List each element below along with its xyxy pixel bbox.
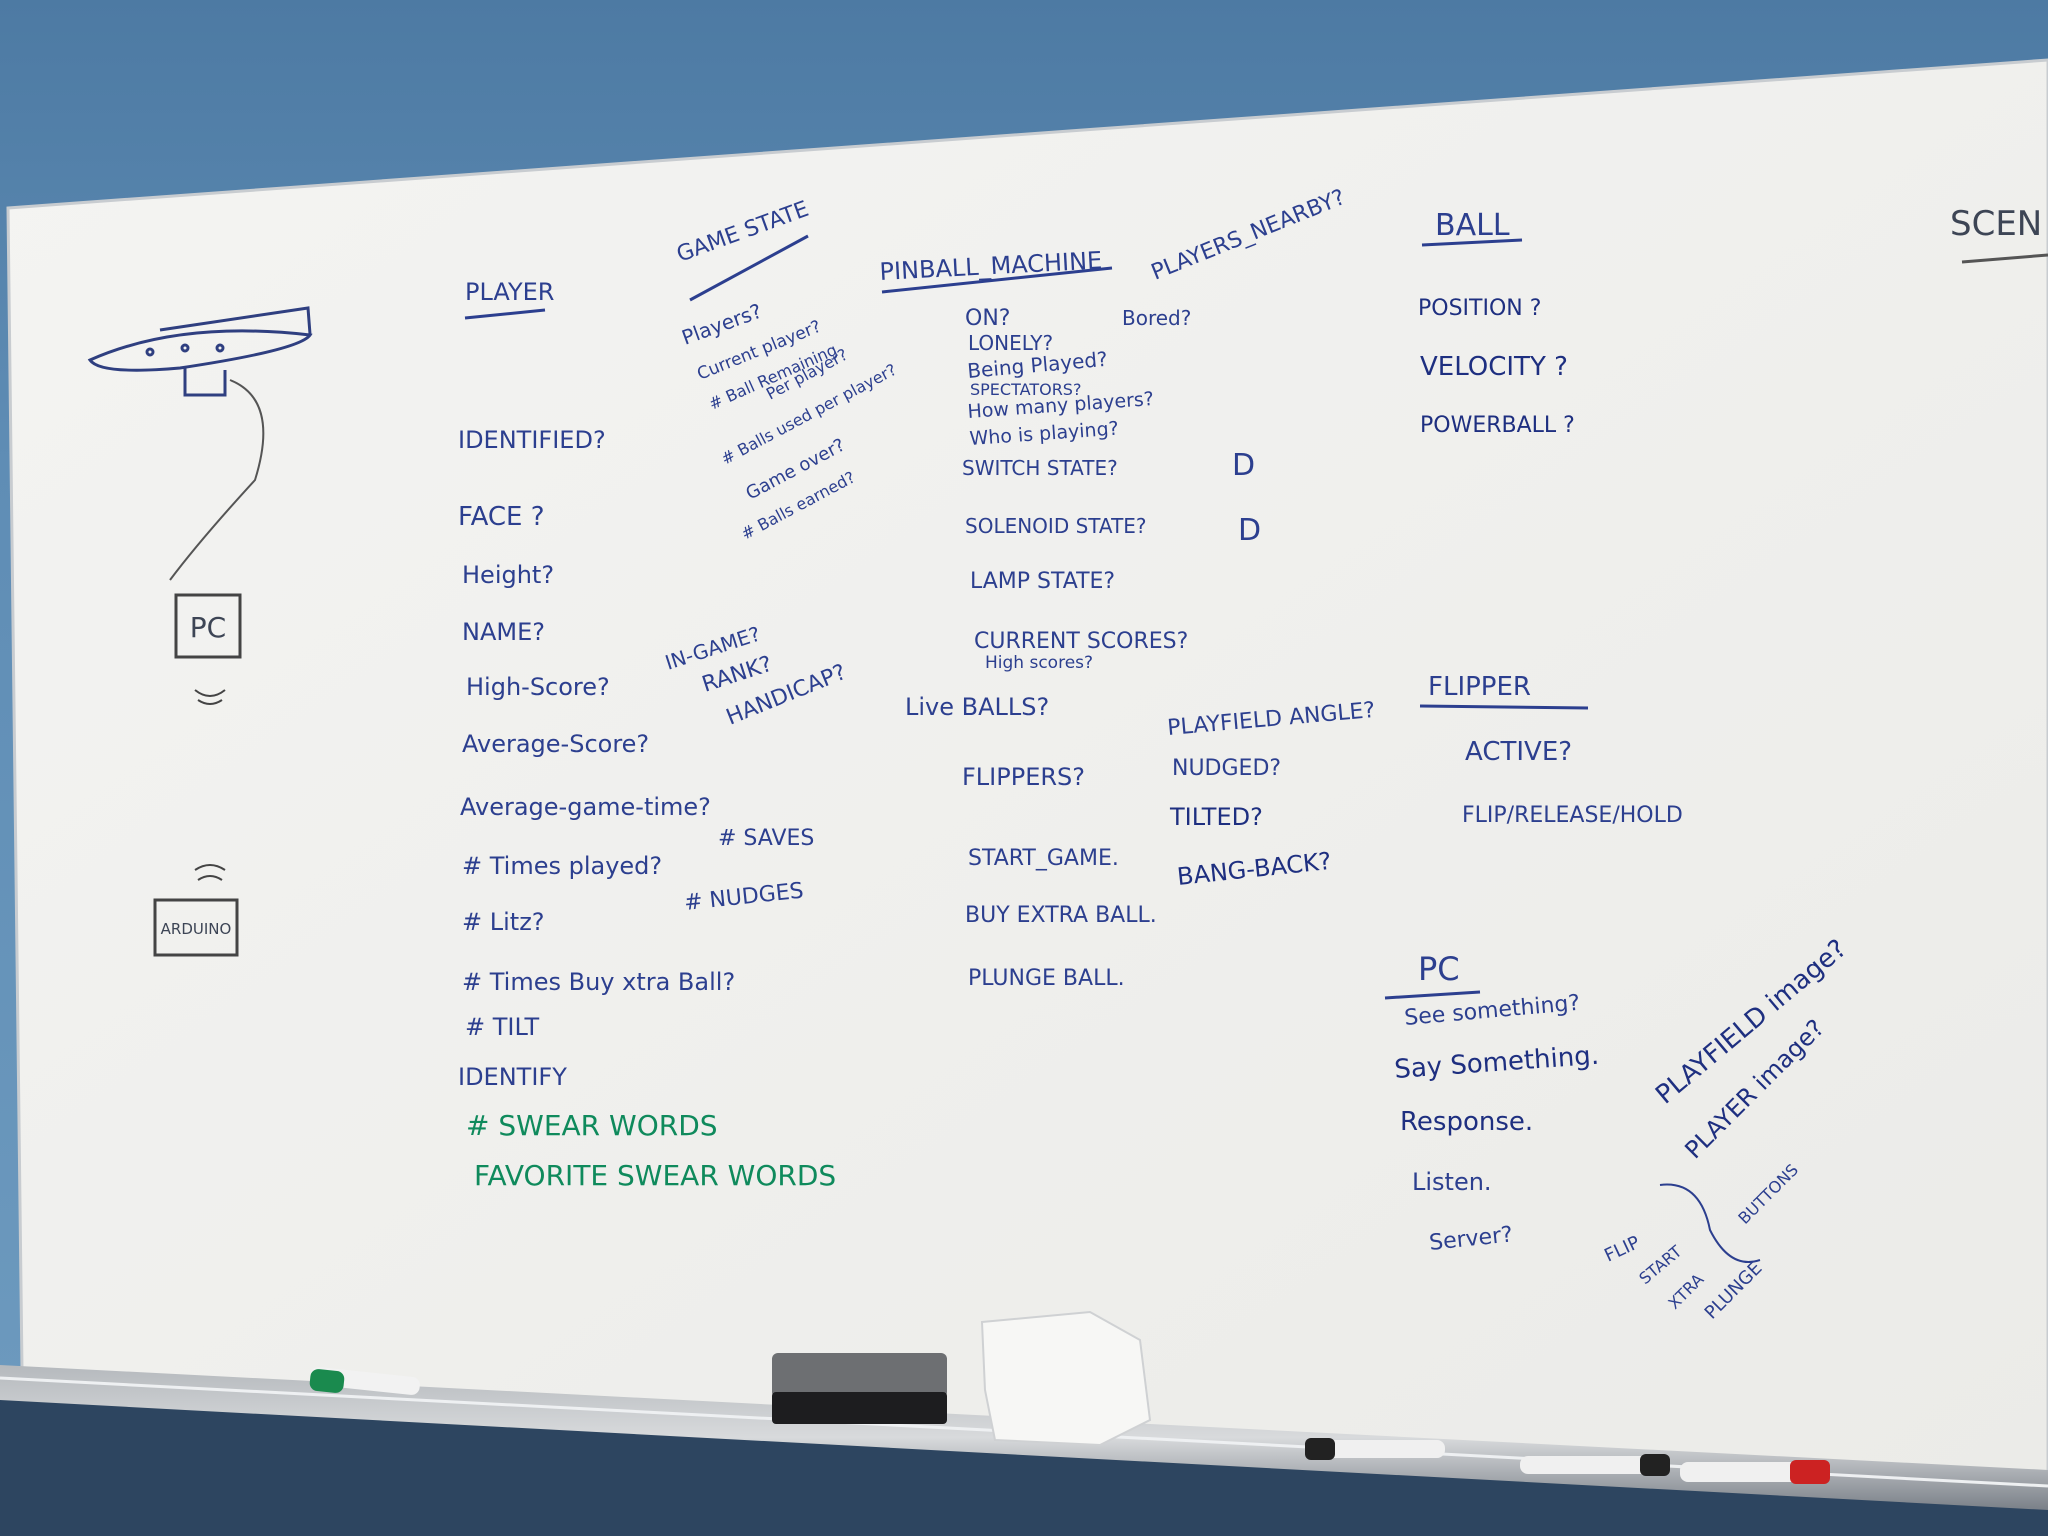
flipper-flip-release-hold: FLIP/RELEASE/HOLD [1462, 803, 1683, 828]
pinball-start-game: START_GAME. [968, 846, 1119, 871]
solenoid-state-marker: D [1238, 513, 1261, 548]
eraser [772, 1353, 947, 1424]
pinball-buy-extra-ball: BUY EXTRA BALL. [965, 903, 1157, 928]
pc-listen: Listen. [1412, 1168, 1492, 1196]
pinball-lonely: LONELY? [968, 331, 1053, 355]
ball-powerball: POWERBALL ? [1420, 413, 1575, 438]
player-item-average-score: Average-Score? [462, 730, 649, 758]
green-marker [309, 1367, 420, 1395]
switch-state-marker: D [1232, 448, 1255, 483]
player-item-identified: IDENTIFIED? [458, 426, 606, 454]
player-item-times-buy-xtra: # Times Buy xtra Ball? [462, 968, 735, 996]
player-heading: PLAYER [465, 278, 554, 306]
wifi-icon [194, 689, 226, 705]
tissue [980, 1310, 1152, 1447]
playfield-tilted: TILTED? [1169, 803, 1263, 831]
black-marker [1305, 1438, 1445, 1460]
buttons-brace [1659, 1183, 1761, 1263]
black-marker-2 [1520, 1454, 1670, 1476]
pinball-current-scores: CURRENT SCORES? [974, 629, 1188, 654]
player-note-saves: # SAVES [718, 826, 814, 851]
player-item-times-played: # Times played? [462, 852, 662, 880]
connection-cable [169, 379, 265, 581]
ball-heading: BALL [1435, 208, 1510, 243]
ball-position: POSITION ? [1418, 296, 1541, 321]
player-item-swear-words: # SWEAR WORDS [466, 1109, 718, 1142]
pc-response: Response. [1400, 1107, 1533, 1137]
scene-heading: SCEN [1950, 204, 2042, 244]
pinball-spectators: SPECTATORS? [970, 380, 1081, 399]
flipper-section: FLIPPER ACTIVE? FLIP/RELEASE/HOLD [1419, 672, 1683, 828]
player-item-name: NAME? [462, 618, 545, 646]
pinball-high-scores: High scores? [985, 653, 1093, 673]
player-item-litz: # Litz? [462, 908, 545, 936]
red-marker [1680, 1460, 1830, 1484]
pinball-on: ON? [965, 306, 1010, 331]
pc-box: PC [174, 593, 242, 659]
ball-velocity: VELOCITY ? [1420, 352, 1568, 382]
player-item-face: FACE ? [458, 502, 545, 532]
svg-text:ARDUINO: ARDUINO [161, 920, 232, 938]
player-item-high-score: High-Score? [466, 673, 610, 701]
arduino-box: ARDUINO [153, 898, 239, 957]
whiteboard-surface [6, 58, 2048, 1482]
svg-text:PC: PC [190, 611, 226, 644]
flipper-heading: FLIPPER [1428, 672, 1531, 702]
player-item-identify: IDENTIFY [458, 1063, 567, 1091]
pinball-flippers: FLIPPERS? [962, 763, 1085, 791]
wifi-icon-2 [194, 864, 226, 881]
pinball-lamp-state: LAMP STATE? [970, 569, 1115, 594]
playfield-nudged: NUDGED? [1172, 756, 1281, 781]
pinball-live-balls: Live BALLS? [905, 693, 1049, 721]
dome-sketch [87, 306, 313, 397]
scene-section: SCEN [1950, 204, 2048, 264]
pinball-plunge-ball: PLUNGE BALL. [968, 966, 1125, 991]
player-item-height: Height? [462, 561, 554, 589]
ball-section: BALL POSITION ? VELOCITY ? POWERBALL ? [1418, 208, 1575, 438]
pinball-solenoid-state: SOLENOID STATE? [965, 514, 1147, 538]
pc-heading: PC [1418, 950, 1460, 988]
pinball-bored: Bored? [1122, 306, 1191, 330]
player-item-favorite-swear-words: FAVORITE SWEAR WORDS [474, 1159, 836, 1192]
flipper-active: ACTIVE? [1465, 737, 1572, 767]
player-item-average-game-time: Average-game-time? [460, 793, 711, 821]
pinball-switch-state: SWITCH STATE? [962, 456, 1118, 480]
player-item-tilt: # TILT [465, 1013, 540, 1041]
